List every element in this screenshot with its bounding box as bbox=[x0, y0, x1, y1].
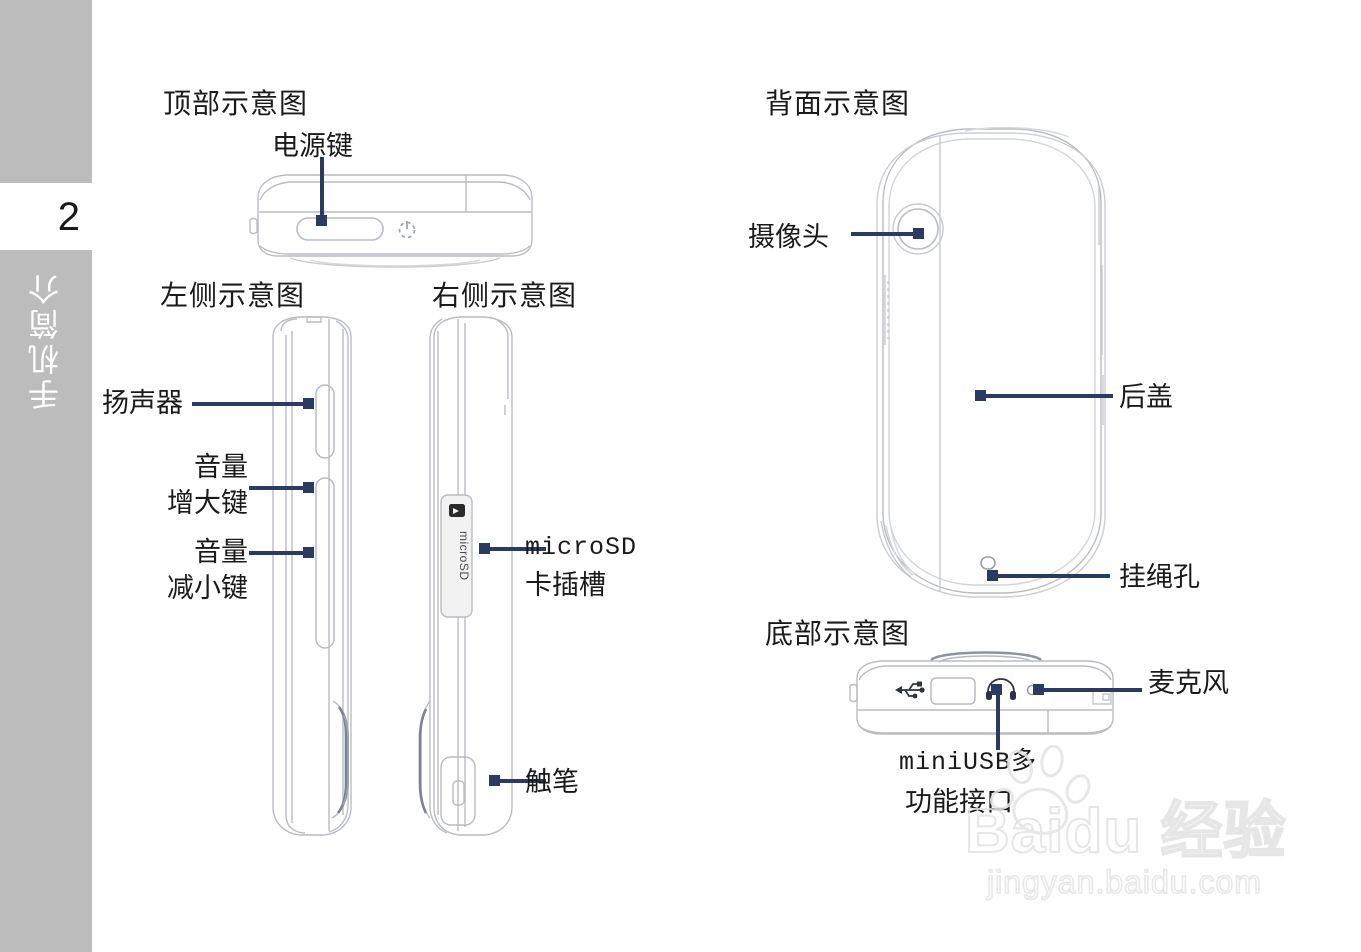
leader-dot-microsd bbox=[479, 543, 490, 554]
page-number: 2 bbox=[57, 194, 80, 239]
callout-camera: 摄像头 bbox=[748, 222, 829, 252]
left-view-illustration bbox=[255, 315, 365, 845]
leader-dot-stylus bbox=[489, 775, 500, 786]
callout-microphone: 麦克风 bbox=[1148, 668, 1229, 698]
leader-dot-camera bbox=[913, 228, 924, 239]
leader-dot-volume-down bbox=[303, 547, 314, 558]
headphone-icon bbox=[986, 678, 1016, 700]
leader-dot-lanyard-hole bbox=[987, 570, 998, 581]
callout-volume-up-line2: 增大键 bbox=[167, 488, 248, 518]
right-view-illustration: microSD bbox=[418, 315, 530, 845]
back-view-illustration bbox=[855, 125, 1125, 600]
heading-left-view: 左侧示意图 bbox=[160, 280, 306, 311]
power-button-shape bbox=[296, 217, 384, 241]
speaker-shape bbox=[315, 384, 335, 459]
heading-right-view: 右侧示意图 bbox=[432, 280, 578, 311]
microsd-slot-shape: microSD bbox=[440, 494, 473, 618]
leader-dot-volume-up bbox=[303, 482, 314, 493]
sidebar-band-top bbox=[0, 0, 92, 183]
leader-lanyard-hole bbox=[992, 574, 1110, 578]
callout-lanyard-hole: 挂绳孔 bbox=[1119, 562, 1200, 592]
callout-volume-down-line2: 减小键 bbox=[167, 573, 248, 603]
leader-dot-miniusb bbox=[991, 684, 1002, 695]
leader-power-key bbox=[320, 157, 324, 220]
stylus-shape bbox=[440, 756, 476, 826]
heading-top-view: 顶部示意图 bbox=[163, 88, 309, 119]
leader-camera bbox=[851, 232, 918, 236]
callout-miniusb-line1: miniUSB多 bbox=[899, 748, 1038, 777]
leader-dot-speaker bbox=[303, 398, 314, 409]
heading-bottom-view: 底部示意图 bbox=[765, 618, 911, 649]
leader-volume-down bbox=[249, 551, 308, 555]
callout-volume-up-line1: 音量 bbox=[194, 452, 248, 482]
power-symbol-icon bbox=[398, 221, 416, 239]
usb-icon bbox=[895, 681, 925, 699]
top-view-illustration bbox=[249, 170, 540, 275]
leader-speaker bbox=[192, 402, 308, 406]
callout-microsd-line1: microSD bbox=[525, 533, 638, 562]
callout-stylus: 触笔 bbox=[525, 767, 579, 797]
callout-back-cover: 后盖 bbox=[1119, 382, 1173, 412]
baidu-watermark-text: Baidu 经验 bbox=[964, 796, 1287, 867]
callout-microsd-line2: 卡插槽 bbox=[525, 570, 606, 600]
leader-microsd bbox=[484, 547, 546, 551]
callout-volume-down-line1: 音量 bbox=[194, 537, 248, 567]
leader-dot-power-key bbox=[316, 215, 327, 226]
leader-volume-up bbox=[249, 486, 308, 490]
baidu-watermark: Baidu 经验 jingyan.baidu.com bbox=[964, 745, 1345, 920]
bottom-view-illustration bbox=[845, 648, 1125, 743]
sidebar-chapter-text: 手机简介 bbox=[28, 270, 64, 410]
leader-dot-back-cover bbox=[975, 390, 986, 401]
heading-back-view: 背面示意图 bbox=[765, 88, 911, 119]
leader-stylus bbox=[494, 779, 546, 783]
baidu-watermark-url: jingyan.baidu.com bbox=[986, 863, 1262, 901]
usb-port-shape bbox=[930, 677, 976, 705]
callout-power-key: 电源键 bbox=[272, 131, 353, 161]
leader-miniusb bbox=[996, 688, 1000, 750]
leader-dot-microphone bbox=[1033, 684, 1044, 695]
lanyard-hole-shape bbox=[980, 556, 996, 570]
camera-shape bbox=[892, 203, 944, 255]
svg-text:microSD: microSD bbox=[457, 531, 471, 581]
leader-back-cover bbox=[980, 394, 1113, 398]
leader-microphone bbox=[1038, 688, 1142, 692]
callout-speaker: 扬声器 bbox=[102, 388, 183, 418]
sidebar-band-bottom bbox=[0, 250, 92, 952]
callout-miniusb-line2: 功能接口 bbox=[905, 787, 1013, 817]
volume-rocker-shape bbox=[315, 477, 335, 649]
